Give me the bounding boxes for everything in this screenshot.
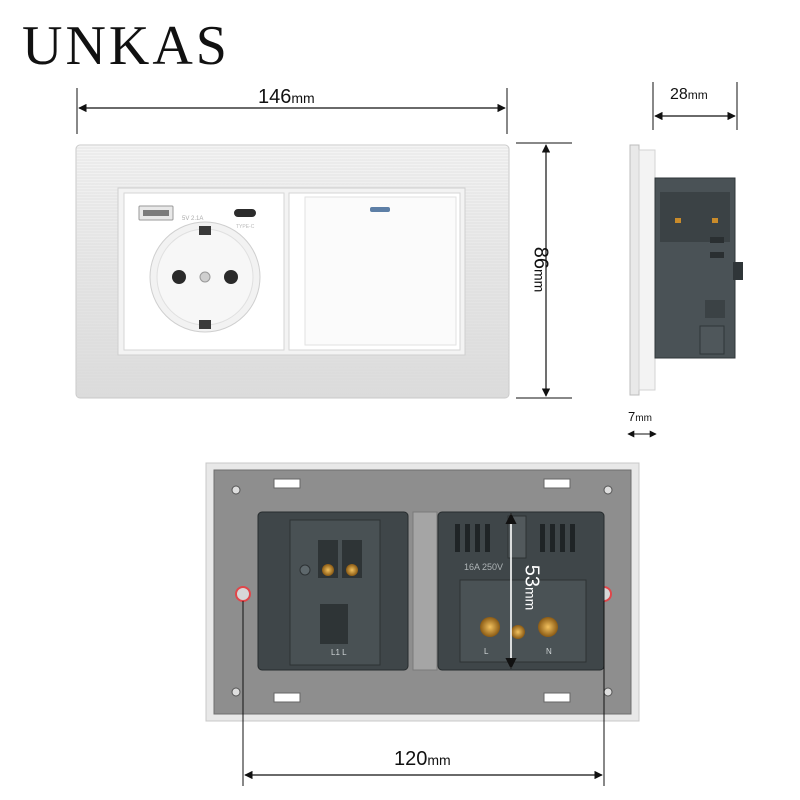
inner-height-label: 53mm: [520, 543, 543, 633]
rocker-button: [304, 196, 457, 346]
live-terminal: [480, 617, 500, 637]
height-unit: mm: [531, 268, 548, 293]
earth-clip-top: [199, 226, 211, 235]
neutral-label: N: [546, 647, 552, 656]
width-value: 146: [258, 86, 292, 108]
thickness-label: 7mm: [628, 408, 652, 426]
back-view: L1 L 16A 250V L N: [205, 462, 640, 786]
indicator-led: [370, 207, 390, 212]
height-value: 86: [529, 246, 552, 269]
pin-hole-right: [224, 270, 238, 284]
usb-c-port-icon: [234, 209, 256, 217]
inner-height-unit: mm: [522, 586, 539, 611]
live-label: L: [484, 647, 489, 656]
usb-c-label: TYPE-C: [236, 224, 255, 230]
mount-spacing-label: 120mm: [394, 748, 451, 771]
depth-label: 28mm: [670, 86, 708, 104]
earth-clip-bottom: [199, 320, 211, 329]
switch-terminal-labels: L1 L: [331, 648, 347, 657]
mount-hole-left: [235, 586, 251, 602]
side-view: [627, 82, 743, 438]
front-view: 5V 2.1A TYPE-C: [75, 88, 572, 399]
usb-a-label: 5V 2.1A: [182, 216, 203, 222]
thickness-value: 7: [628, 409, 636, 424]
height-label: 86mm: [529, 235, 552, 305]
pin-hole-left: [172, 270, 186, 284]
width-unit: mm: [291, 90, 315, 106]
depth-value: 28: [670, 86, 688, 103]
mount-spacing-value: 120: [394, 748, 428, 770]
brand-logo: UNKAS: [22, 15, 230, 77]
side-plate: [629, 144, 640, 396]
depth-unit: mm: [687, 88, 708, 102]
thickness-unit: mm: [635, 413, 652, 424]
rating-label: 16A 250V: [464, 562, 503, 572]
mount-spacing-unit: mm: [427, 752, 451, 768]
neutral-terminal: [538, 617, 558, 637]
inner-height-value: 53: [520, 564, 543, 587]
width-label: 146mm: [258, 86, 315, 109]
